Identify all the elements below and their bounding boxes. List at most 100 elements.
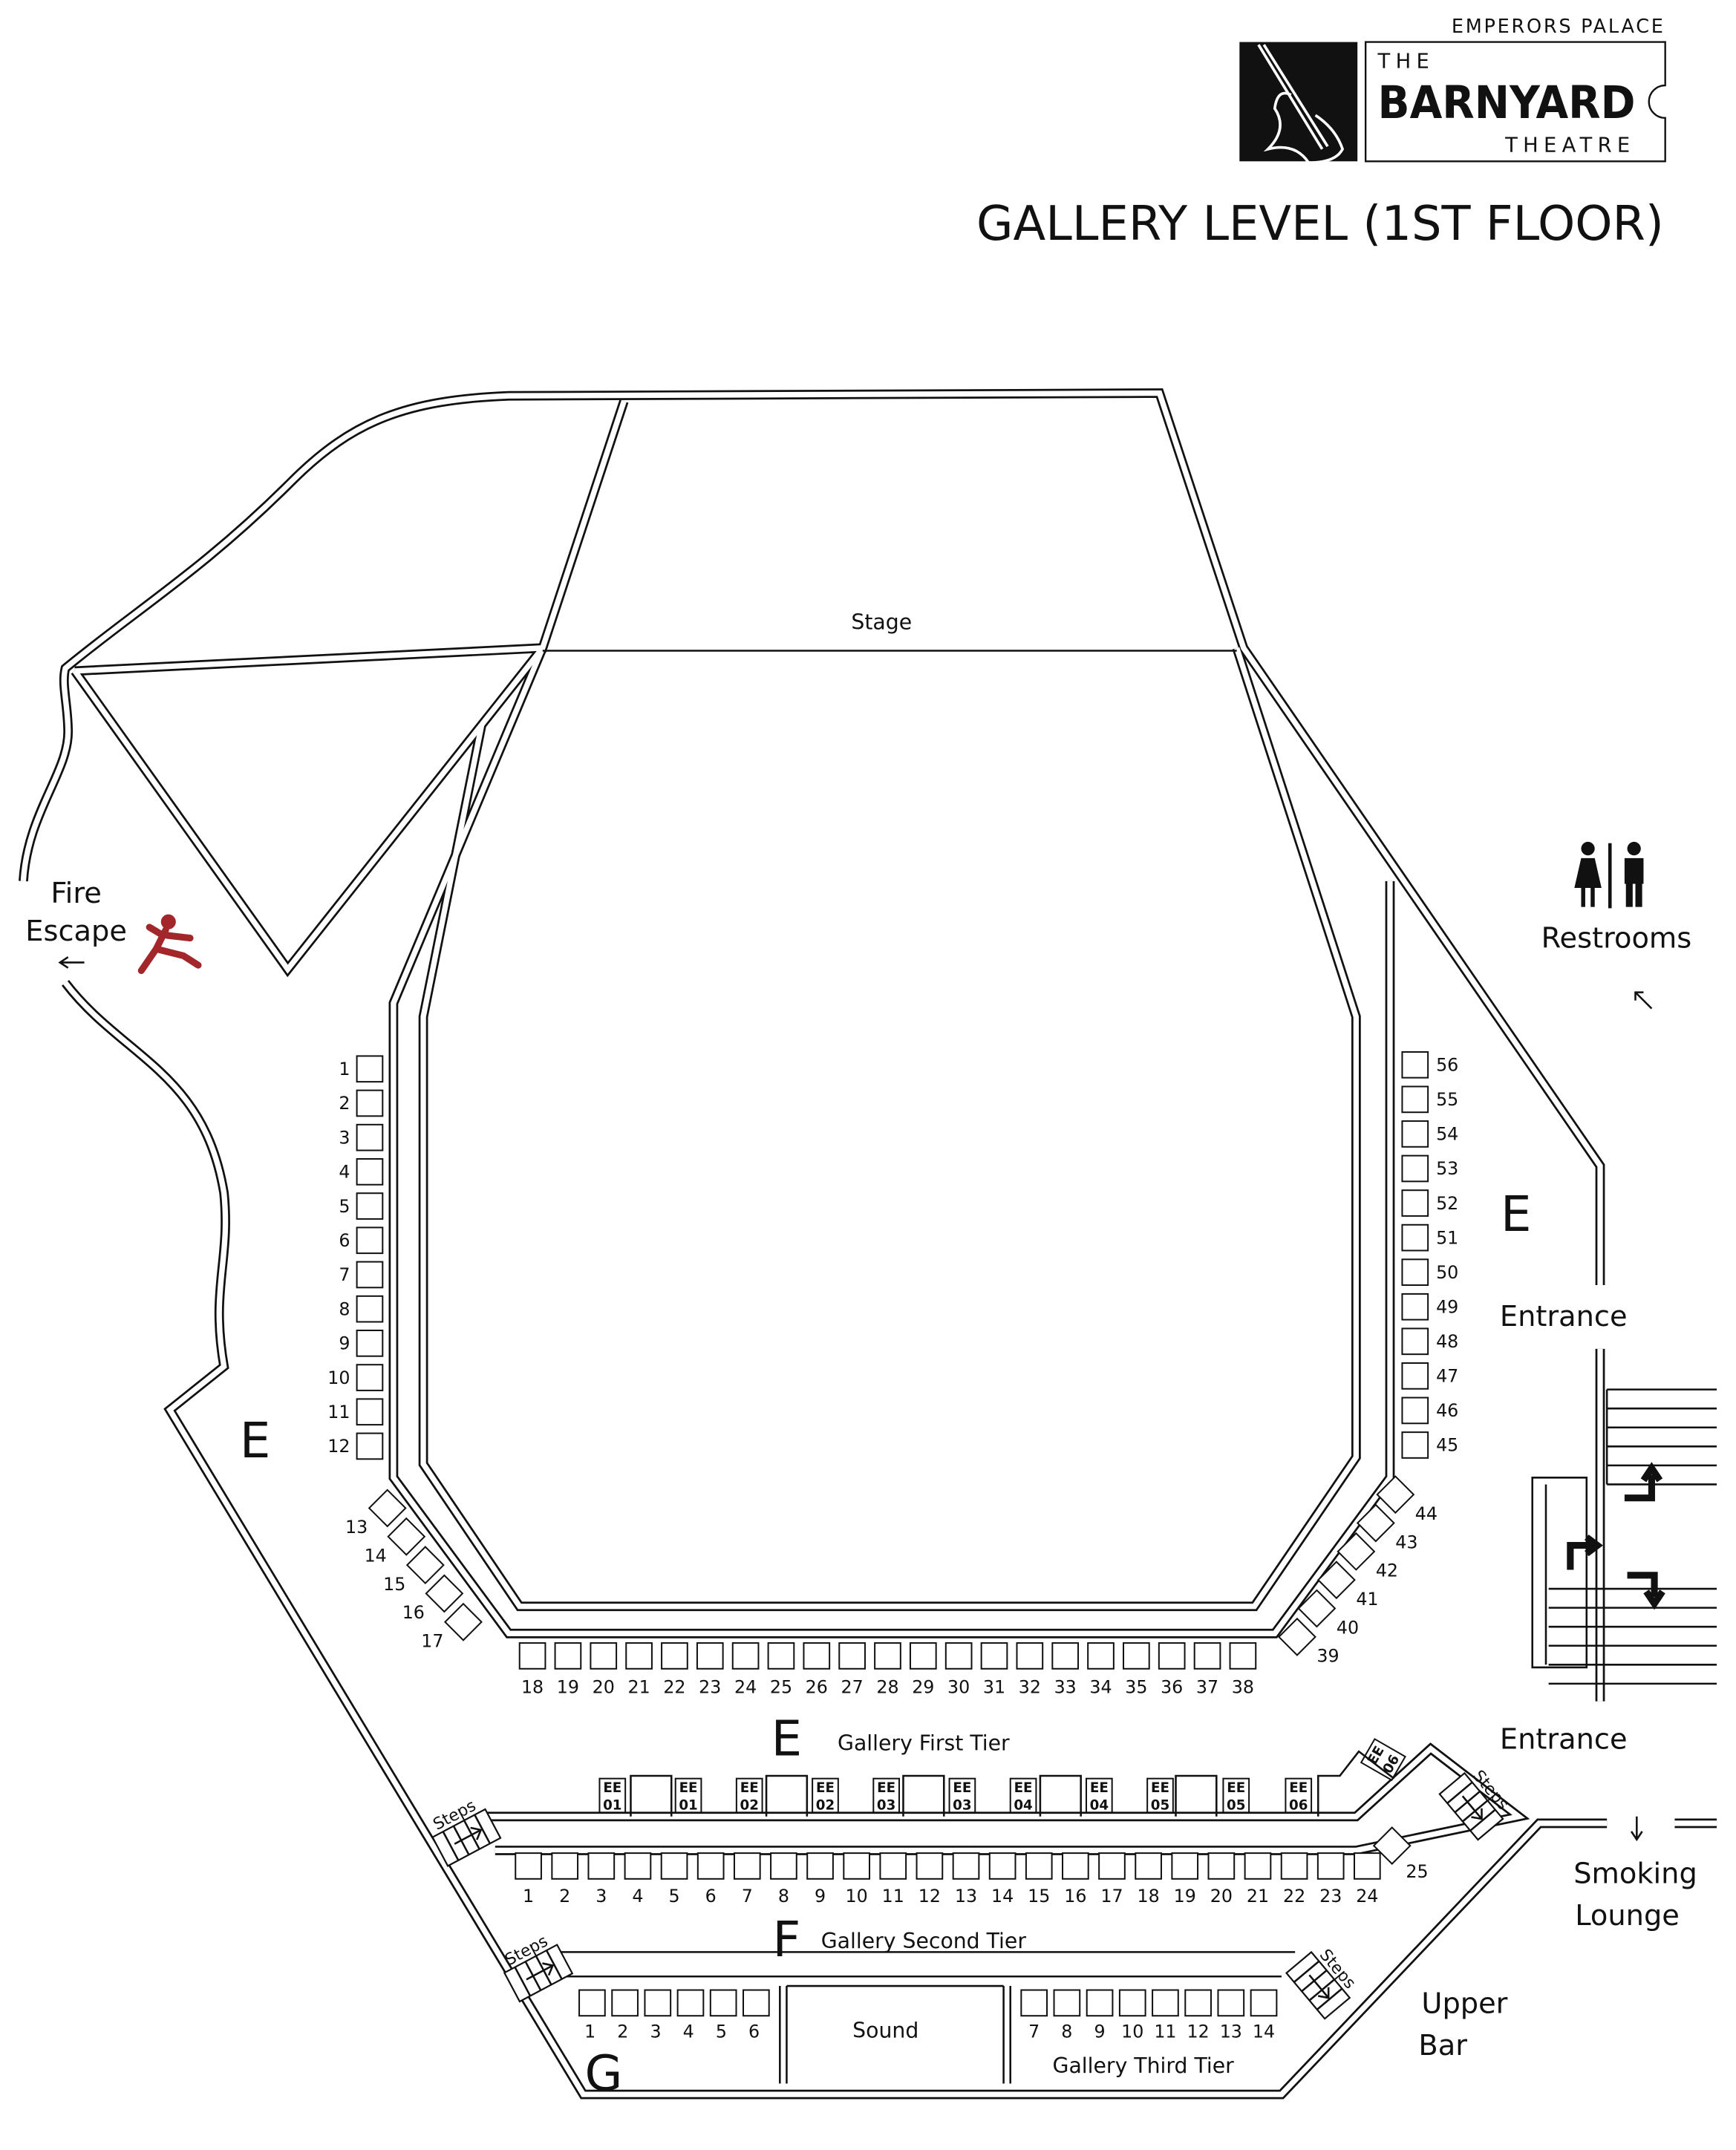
seat-box[interactable] xyxy=(587,1852,616,1880)
seat-box[interactable] xyxy=(1207,1852,1236,1880)
seat-f-11[interactable]: 11 xyxy=(879,1852,907,1906)
seat-g-11[interactable]: 11 xyxy=(1152,1989,1179,2042)
seat-box[interactable] xyxy=(1123,1642,1150,1670)
seat-box[interactable] xyxy=(387,1517,426,1556)
seat-box[interactable] xyxy=(1217,1989,1245,2017)
seat-g-5[interactable]: 5 xyxy=(709,1989,737,2042)
steps[interactable]: Steps xyxy=(496,1929,574,2003)
seat-box[interactable] xyxy=(356,1226,384,1255)
seat-box[interactable] xyxy=(1171,1852,1199,1880)
seat-e-39[interactable]: 39 xyxy=(1277,1617,1339,1667)
seat-box[interactable] xyxy=(1372,1826,1412,1866)
steps[interactable]: Steps xyxy=(1285,1941,1364,2020)
seat-box[interactable] xyxy=(443,1602,483,1641)
seat-f-10[interactable]: 10 xyxy=(843,1852,871,1906)
seat-e-49[interactable]: 49 xyxy=(1401,1293,1458,1321)
seat-box[interactable] xyxy=(1401,1431,1429,1459)
box-seat[interactable] xyxy=(1085,1777,1113,1814)
seat-box[interactable] xyxy=(624,1852,652,1880)
seat-box[interactable] xyxy=(1062,1852,1089,1880)
seat-box[interactable] xyxy=(696,1642,724,1670)
seat-e-12[interactable]: 12 xyxy=(327,1432,384,1460)
seat-e-55[interactable]: 55 xyxy=(1401,1085,1458,1114)
seat-box[interactable] xyxy=(733,1852,761,1880)
seat-box[interactable] xyxy=(1353,1852,1381,1880)
seat-e-26[interactable]: 26 xyxy=(803,1642,831,1698)
seat-box[interactable] xyxy=(803,1642,831,1670)
seat-f-14[interactable]: 14 xyxy=(988,1852,1017,1906)
seat-box[interactable] xyxy=(1098,1852,1126,1880)
seat-box[interactable] xyxy=(1016,1642,1044,1670)
seat-box[interactable] xyxy=(515,1852,542,1880)
seat-box[interactable] xyxy=(1401,1327,1429,1356)
box-seat[interactable] xyxy=(872,1777,901,1814)
seat-e-7[interactable]: 7 xyxy=(339,1261,384,1289)
seat-box[interactable] xyxy=(843,1852,871,1880)
seat-f-16[interactable]: 16 xyxy=(1062,1852,1089,1906)
seat-box[interactable] xyxy=(661,1642,688,1670)
seat-e-5[interactable]: 5 xyxy=(339,1192,384,1220)
seat-e-10[interactable]: 10 xyxy=(327,1364,384,1391)
seat-e-17[interactable]: 17 xyxy=(421,1602,483,1652)
box-seat[interactable] xyxy=(1285,1777,1313,1814)
seat-e-27[interactable]: 27 xyxy=(838,1642,866,1698)
seat-box[interactable] xyxy=(1297,1589,1337,1628)
seat-box[interactable] xyxy=(770,1852,797,1880)
seat-box[interactable] xyxy=(1401,1223,1429,1252)
seat-e-38[interactable]: 38 xyxy=(1229,1642,1257,1698)
seat-e-14[interactable]: 14 xyxy=(365,1517,426,1566)
seat-e-41[interactable]: 41 xyxy=(1316,1561,1379,1610)
seat-e-36[interactable]: 36 xyxy=(1158,1642,1186,1698)
seat-f-23[interactable]: 23 xyxy=(1316,1852,1345,1906)
seat-box[interactable] xyxy=(806,1852,834,1880)
seat-e-31[interactable]: 31 xyxy=(980,1642,1008,1698)
seat-e-24[interactable]: 24 xyxy=(731,1642,760,1698)
seat-box[interactable] xyxy=(1401,1258,1429,1287)
seat-box[interactable] xyxy=(1087,1642,1115,1670)
seat-e-52[interactable]: 52 xyxy=(1401,1189,1458,1217)
seat-e-56[interactable]: 56 xyxy=(1401,1051,1458,1079)
seat-g-4[interactable]: 4 xyxy=(676,1989,705,2042)
seat-box[interactable] xyxy=(909,1642,937,1670)
seat-f-25[interactable]: 25 xyxy=(1372,1826,1429,1882)
seat-f-9[interactable]: 9 xyxy=(806,1852,834,1906)
seat-box[interactable] xyxy=(405,1546,445,1585)
seat-e-4[interactable]: 4 xyxy=(339,1158,384,1186)
seat-f-7[interactable]: 7 xyxy=(733,1852,761,1906)
seat-box[interactable] xyxy=(743,1989,770,2017)
seat-box[interactable] xyxy=(611,1989,639,2017)
box-seat[interactable] xyxy=(1360,1738,1406,1782)
seat-f-18[interactable]: 18 xyxy=(1135,1852,1162,1906)
seat-g-12[interactable]: 12 xyxy=(1184,1989,1212,2042)
seat-box[interactable] xyxy=(1193,1642,1221,1670)
seat-box[interactable] xyxy=(660,1852,688,1880)
box-seat[interactable] xyxy=(1222,1777,1250,1814)
seat-e-32[interactable]: 32 xyxy=(1016,1642,1044,1698)
box-seat[interactable] xyxy=(948,1777,976,1814)
box-seat[interactable] xyxy=(598,1777,627,1814)
seat-g-8[interactable]: 8 xyxy=(1053,1989,1081,2042)
seat-box[interactable] xyxy=(1184,1989,1212,2017)
seat-box[interactable] xyxy=(1229,1642,1257,1670)
seat-box[interactable] xyxy=(916,1852,944,1880)
seat-box[interactable] xyxy=(1025,1852,1053,1880)
seat-e-53[interactable]: 53 xyxy=(1401,1154,1458,1183)
seat-e-30[interactable]: 30 xyxy=(944,1642,973,1698)
seat-box[interactable] xyxy=(368,1489,407,1528)
seat-g-3[interactable]: 3 xyxy=(644,1989,672,2042)
seat-e-42[interactable]: 42 xyxy=(1337,1532,1398,1581)
seat-box[interactable] xyxy=(874,1642,901,1670)
seat-e-16[interactable]: 16 xyxy=(402,1574,464,1623)
seat-box[interactable] xyxy=(356,1089,384,1117)
seat-box[interactable] xyxy=(1118,1989,1146,2017)
seat-box[interactable] xyxy=(696,1852,725,1880)
seat-box[interactable] xyxy=(356,1398,384,1426)
seat-e-48[interactable]: 48 xyxy=(1401,1327,1458,1356)
seat-box[interactable] xyxy=(767,1642,795,1670)
